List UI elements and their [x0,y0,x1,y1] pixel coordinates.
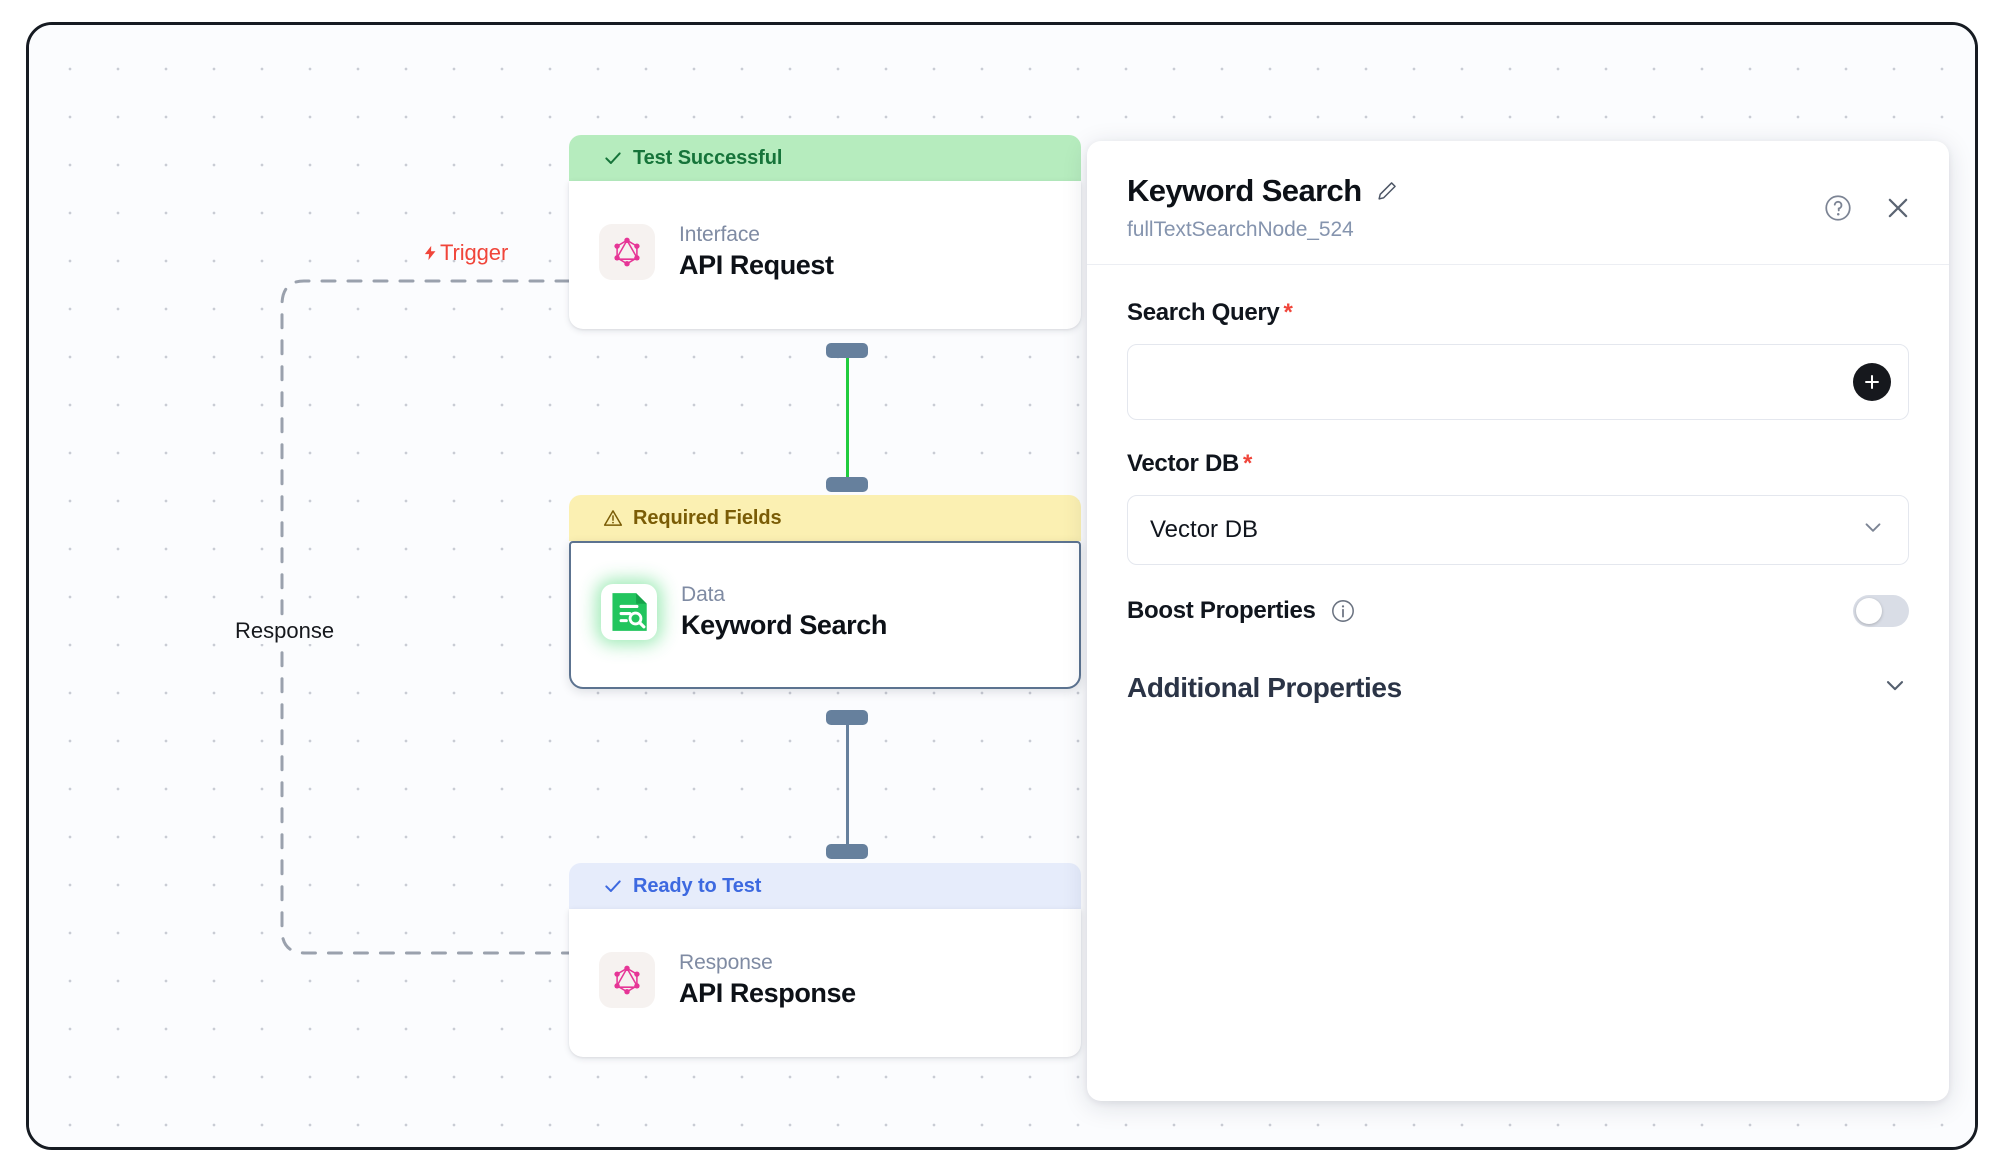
panel-body: Search Query * Vec [1087,265,1949,1101]
chevron-down-icon [1881,671,1909,704]
warning-triangle-icon [603,508,623,528]
boost-properties-label: Boost Properties [1127,597,1356,625]
flow-editor-frame: Trigger Response Test Successful [26,22,1978,1150]
search-query-input[interactable] [1150,369,1830,395]
field-vector-db: Vector DB * Vector DB [1127,450,1909,565]
search-query-label-text: Search Query [1127,299,1280,326]
node-kind-label: Data [681,583,725,606]
additional-properties-title: Additional Properties [1127,671,1402,703]
required-asterisk: * [1283,299,1293,326]
node-kind-label: Response [679,951,773,974]
field-label-vector-db: Vector DB * [1127,450,1909,478]
info-icon[interactable] [1330,598,1356,624]
chevron-down-icon [1860,514,1886,547]
vector-db-label-text: Vector DB [1127,450,1240,477]
panel-subtitle: fullTextSearchNode_524 [1127,218,1354,241]
node-status-test-successful: Test Successful [569,135,1081,181]
lightning-bolt-icon [422,242,439,264]
edge-api-request-to-keyword-search [846,351,849,483]
response-label: Response [229,618,341,644]
node-handle-source-api-request[interactable] [826,343,868,358]
vector-db-select[interactable]: Vector DB [1127,495,1909,565]
node-status-required-fields: Required Fields [569,495,1081,541]
add-search-query-button[interactable] [1853,363,1891,401]
trigger-label-text: Trigger [440,240,509,265]
node-kind-label: Interface [679,223,760,246]
field-label-search-query: Search Query * [1127,299,1909,327]
document-search-icon [601,584,657,640]
node-body-api-request[interactable]: Interface API Request [569,181,1081,329]
panel-title: Keyword Search [1127,173,1362,208]
node-title-label: Keyword Search [681,610,887,640]
boost-properties-toggle[interactable] [1853,595,1909,627]
field-boost-properties: Boost Properties [1127,595,1909,627]
node-handle-source-keyword-search[interactable] [826,710,868,725]
node-properties-panel: Keyword Search fullTextSearchNode_524 [1087,141,1949,1101]
help-circle-icon[interactable] [1823,193,1853,223]
additional-properties-accordion[interactable]: Additional Properties [1127,671,1909,704]
node-handle-target-keyword-search[interactable] [826,477,868,492]
trigger-label: Trigger [422,240,508,266]
node-status-ready-to-test: Ready to Test [569,863,1081,909]
node-keyword-search[interactable]: Required Fields Data Keywo [569,495,1081,689]
node-status-label: Required Fields [633,506,782,529]
graphql-icon [599,952,655,1008]
search-query-input-wrapper[interactable] [1127,344,1909,420]
node-title-label: API Request [679,250,834,280]
node-api-response[interactable]: Ready to Test [569,863,1081,1057]
node-handle-target-api-response[interactable] [826,844,868,859]
node-title-label: API Response [679,978,856,1008]
node-api-request[interactable]: Test Successful [569,135,1081,329]
pencil-icon[interactable] [1376,180,1398,202]
check-icon [603,148,623,168]
edge-keyword-search-to-api-response [846,718,849,851]
boost-properties-label-text: Boost Properties [1127,597,1316,624]
graphql-icon [599,224,655,280]
check-icon [603,876,623,896]
flow-canvas[interactable]: Trigger Response Test Successful [29,25,1975,1147]
panel-header: Keyword Search fullTextSearchNode_524 [1087,141,1949,265]
vector-db-selected-value: Vector DB [1150,516,1259,543]
required-asterisk: * [1243,450,1253,477]
field-search-query: Search Query * [1127,299,1909,420]
node-body-api-response[interactable]: Response API Response [569,909,1081,1057]
node-status-label: Test Successful [633,146,783,169]
node-status-label: Ready to Test [633,874,762,897]
close-icon[interactable] [1883,193,1913,223]
node-body-keyword-search[interactable]: Data Keyword Search [569,541,1081,689]
